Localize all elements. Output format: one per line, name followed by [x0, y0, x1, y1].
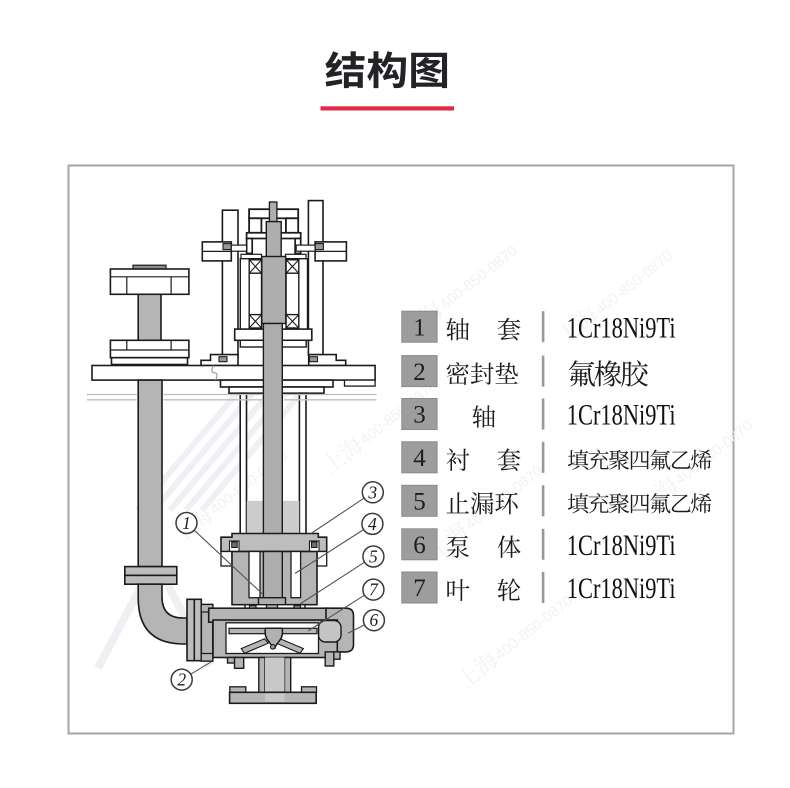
- svg-text:4: 4: [368, 514, 377, 534]
- svg-text:1Cr18Ni9Ti: 1Cr18Ni9Ti: [567, 311, 676, 344]
- svg-text:1Cr18Ni9Ti: 1Cr18Ni9Ti: [567, 529, 676, 562]
- svg-text:1: 1: [182, 513, 191, 533]
- svg-text:3: 3: [413, 402, 426, 429]
- svg-text:1Cr18Ni9Ti: 1Cr18Ni9Ti: [567, 572, 676, 605]
- svg-text:5: 5: [413, 489, 426, 516]
- svg-text:6: 6: [413, 532, 426, 559]
- svg-text:5: 5: [369, 547, 378, 567]
- svg-text:1Cr18Ni9Ti: 1Cr18Ni9Ti: [567, 399, 676, 432]
- svg-text:3: 3: [367, 482, 377, 502]
- svg-text:2: 2: [177, 670, 186, 690]
- svg-text:7: 7: [369, 580, 379, 600]
- svg-text:4: 4: [413, 445, 426, 472]
- svg-text:6: 6: [370, 610, 379, 630]
- svg-text:2: 2: [413, 359, 426, 386]
- svg-text:7: 7: [413, 575, 426, 602]
- svg-text:1: 1: [413, 314, 426, 341]
